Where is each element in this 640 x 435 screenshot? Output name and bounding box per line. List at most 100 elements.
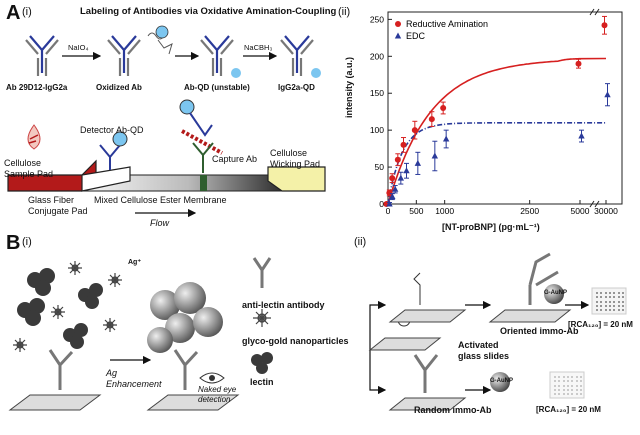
g-aunp-bottom — [490, 372, 510, 392]
data-point-reductive — [389, 175, 396, 182]
array-dot — [554, 384, 556, 387]
array-dot — [596, 292, 598, 294]
g-aunp-top — [544, 284, 564, 304]
array-dot — [575, 376, 578, 378]
activated-slide — [368, 337, 442, 351]
array-dot — [608, 296, 611, 299]
array-dot — [562, 393, 565, 396]
fit-curve-edc — [387, 122, 606, 205]
reagent-nacbh3: NaCBH₃ — [244, 43, 273, 52]
qd-dot-icon — [231, 68, 241, 78]
array-dot — [613, 296, 616, 299]
activated-label: Activated glass slides — [458, 340, 510, 361]
array-dot — [621, 304, 624, 307]
axis-break-mark-top — [589, 8, 600, 16]
y-axis-label: intensity (a.u.) — [344, 56, 354, 118]
array-dot — [604, 304, 607, 307]
array-dot — [566, 376, 569, 378]
legend-anti-lectin: anti-lectin antibody — [242, 300, 325, 310]
array-dot — [562, 384, 565, 387]
y-tick-label: 200 — [370, 51, 384, 61]
legend-label: EDC — [406, 31, 426, 41]
array-dot — [558, 384, 561, 387]
array-dot — [613, 292, 616, 294]
array-dot — [608, 300, 611, 303]
array-dot — [579, 384, 582, 387]
enhanced-nanoparticles — [147, 282, 223, 353]
array-dot — [621, 292, 624, 294]
array-dot — [621, 300, 624, 303]
array-dot — [596, 300, 598, 303]
wicking-pad — [267, 166, 326, 192]
reagent-naio4: NaIO₄ — [68, 43, 89, 52]
rca-dot-array-top — [594, 290, 626, 314]
data-point-reductive — [575, 60, 582, 67]
plot-frame — [387, 11, 623, 205]
array-dot — [575, 393, 578, 396]
antibody-icon-4 — [280, 35, 314, 76]
array-dot — [558, 380, 561, 383]
array-dot — [579, 393, 582, 396]
oriented-label: Oriented immo-Ab — [500, 326, 579, 336]
data-point-reductive — [400, 141, 407, 148]
wicking-label: Cellulose Wicking Pad — [270, 148, 321, 169]
labeling-title: Labeling of Antibodies via Oxidative Ami… — [80, 6, 337, 17]
legend-glyco-gold: glyco-gold nanoparticles — [242, 336, 349, 346]
array-dot — [617, 304, 620, 307]
y-tick-label: 0 — [379, 199, 384, 209]
rca-top-label: [RCA₁₂₀] = 20 nM — [568, 320, 633, 329]
array-dot — [558, 376, 561, 378]
data-point-reductive — [601, 22, 608, 29]
glass-slide-1 — [8, 394, 102, 411]
array-dot — [613, 300, 616, 303]
x-tick-label: 5000 — [571, 206, 590, 216]
array-dot — [600, 292, 603, 294]
array-dot — [566, 388, 569, 391]
panel-a-ii-label: (ii) — [338, 6, 351, 18]
data-point-edc — [389, 193, 396, 200]
x-tick-label: 0 — [386, 206, 391, 216]
array-dot — [566, 380, 569, 383]
panel-b-i-label: (i) — [22, 236, 32, 248]
y-tick-label: 100 — [370, 125, 384, 135]
x-tick-label: 30000 — [594, 206, 618, 216]
panel-b-ii-label: (ii) — [354, 236, 367, 248]
array-dot — [600, 304, 603, 307]
array-dot — [566, 393, 569, 396]
detector-label: Detector Ab-QD — [80, 125, 144, 135]
array-dot — [558, 393, 561, 396]
array-dot — [617, 292, 620, 294]
array-dot — [571, 376, 574, 378]
array-dot — [579, 388, 582, 391]
panel-a-i-label: (i) — [22, 6, 32, 18]
array-dot — [608, 309, 611, 312]
oriented-slide — [488, 309, 572, 323]
array-dot — [613, 309, 616, 312]
legend-marker — [395, 21, 401, 27]
lectin-cluster-icon — [17, 268, 103, 349]
array-dot — [579, 376, 582, 378]
y-tick-label: 150 — [370, 88, 384, 98]
array-dot — [571, 393, 574, 396]
step-label-4: IgG2a-QD — [278, 83, 315, 92]
legend-lectin: lectin — [250, 377, 274, 387]
antibody-icon-2 — [107, 35, 141, 76]
legend-marker — [394, 32, 402, 39]
gnp-label-top: G-AuNP — [544, 290, 567, 296]
array-dot — [571, 388, 574, 391]
lateral-flow-strip — [7, 99, 326, 218]
axis-break-mark — [589, 200, 600, 208]
array-dot — [562, 376, 565, 378]
array-dot — [604, 296, 607, 299]
data-point-reductive — [411, 127, 418, 134]
legend-label: Reductive Amination — [406, 19, 488, 29]
antibody-icon-1 — [25, 35, 59, 76]
antibody-labeling-scheme — [25, 25, 321, 78]
array-dot — [600, 296, 603, 299]
conjugate-pad — [81, 166, 131, 192]
y-tick-label: 50 — [375, 162, 385, 172]
array-dot — [621, 296, 624, 299]
lectin-icon — [251, 352, 273, 374]
array-dot — [571, 384, 574, 387]
